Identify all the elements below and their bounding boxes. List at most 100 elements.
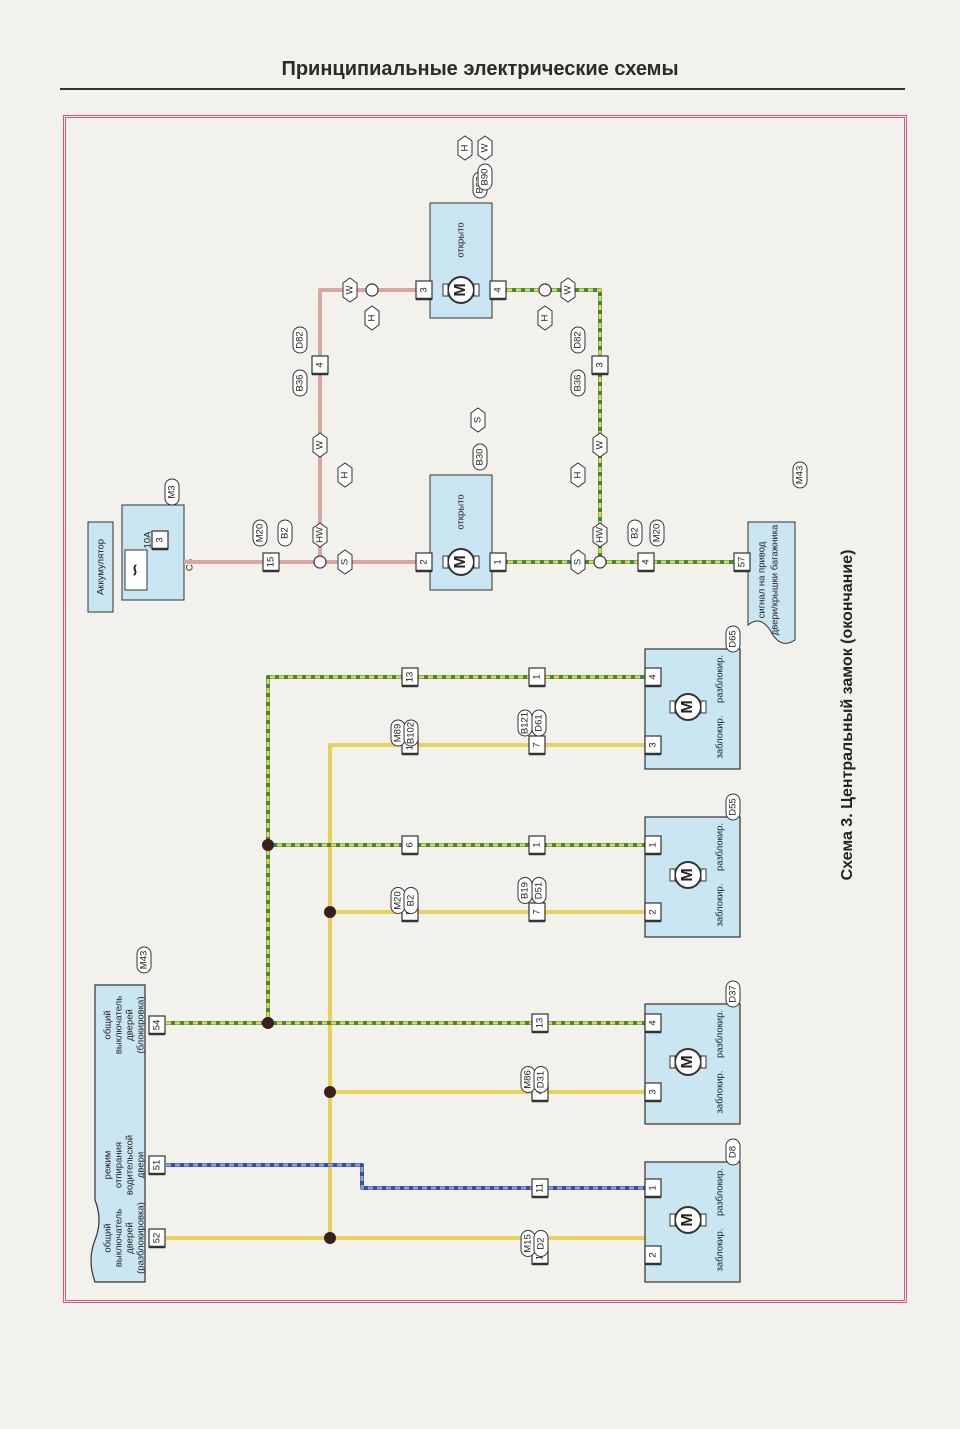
top-connector-left-b-label: B2 <box>280 527 291 539</box>
top-connector-right-b-shape <box>649 519 665 547</box>
signal-block-tag-shape <box>792 461 808 489</box>
actuator-d65-motor: M <box>669 693 707 721</box>
switch-body <box>90 984 146 1283</box>
connector-d37-code-a: M86 <box>520 1066 536 1093</box>
code-w-right-shape <box>592 432 608 458</box>
switch-section-1-line-3: двери <box>136 1152 147 1178</box>
wire-lock-bus-base <box>166 675 410 1025</box>
actuator-d55-motor-brush-a <box>669 868 676 882</box>
top-motor-b57-symbol-letter: M <box>452 283 469 296</box>
top-motor-b30-code: S <box>470 407 486 433</box>
connector-d55-code-b-shape <box>403 887 419 914</box>
switch-pin-51: 51 <box>148 1155 166 1176</box>
connector2-d65-p2-label: 1 <box>532 674 543 679</box>
connector-d55-code-a-label: M20 <box>393 891 404 909</box>
switch-section-2-line-2: дверей <box>125 1009 136 1041</box>
actuator-d8-motor-brush-b <box>700 1213 707 1227</box>
switch-section-1-line-0: режим <box>103 1151 114 1180</box>
switch-block-tag-shape <box>136 946 152 974</box>
signal-pin-label: 57 <box>737 557 748 568</box>
switch-section-2-line-1: выключатель <box>114 996 125 1054</box>
top-motor-b57-symbol: M <box>442 276 480 304</box>
connector2-d55-code-a: B19 <box>517 877 533 904</box>
actuator-d55-tag-shape <box>725 793 741 821</box>
code-h-top-right-label: H <box>540 314 551 321</box>
actuator-d37-pin-a-label: 3 <box>648 1089 659 1094</box>
code-s-left: S <box>337 549 353 575</box>
upper-connector-right-a: B36 <box>570 369 586 397</box>
top-connector-left-a: M20 <box>252 519 268 547</box>
upper-connector-left: 4 <box>311 355 329 376</box>
connector2-d55-code-b-shape <box>531 877 547 904</box>
upper-connector-right-a-label: B36 <box>573 375 584 392</box>
top-connector-left-a-label: M20 <box>255 524 266 542</box>
wire-lock-bus-stripe <box>166 675 410 1025</box>
signal-line-1: сигнал на привод <box>757 541 768 618</box>
switch-pin-54-label: 54 <box>152 1020 163 1031</box>
code-hw-left: HW <box>312 522 328 548</box>
code-s-right-label: S <box>573 559 584 565</box>
actuator-d8-motor-brush-a <box>669 1213 676 1227</box>
switch-section-0-line-2: дверей <box>125 1222 136 1254</box>
connector-d55-code-a: M20 <box>390 887 406 914</box>
code-hw-right-label: HW <box>595 527 606 543</box>
top-motor-b30-label: открыто <box>456 494 467 529</box>
top-connector-left-b: B2 <box>277 519 293 547</box>
actuator-d37-pin-b: 4 <box>644 1013 662 1034</box>
code-h-right-shape <box>570 462 586 488</box>
actuator-d55-motor: M <box>669 861 707 889</box>
top-motor-b57-pin-a: 3 <box>415 280 433 301</box>
top-motor-b57-pin-b-label: 4 <box>493 287 504 292</box>
fuse-number: 3 <box>151 530 169 551</box>
wire-top-left-base <box>318 288 420 562</box>
top-motor-b30-tag-shape <box>472 443 488 471</box>
connector2-d55-p1: 7 <box>528 902 546 923</box>
code-h-top-left-label: H <box>367 314 378 321</box>
junction-green-0 <box>262 1017 274 1029</box>
signal-body <box>747 521 796 644</box>
wire-lock-bus <box>166 675 410 1025</box>
actuator-d65-tag-shape <box>725 625 741 653</box>
code-h-top-right-shape <box>537 305 553 331</box>
connector-d8-code-b-label: D2 <box>536 1237 547 1249</box>
actuator-d55-unlock-label: разблокир. <box>715 823 726 871</box>
splice-node-2 <box>365 283 379 297</box>
diagram-frame <box>63 115 907 1303</box>
wire-driver-door-base <box>166 1163 645 1190</box>
top-motor-b57-code-w-label: W <box>480 143 491 152</box>
code-h-top-left: H <box>364 305 380 331</box>
top-motor-b30-pin-b-label: 1 <box>493 559 504 564</box>
fuse-rating: 10A <box>143 531 154 549</box>
code-hw-right-shape <box>592 522 608 548</box>
code-w-top-right-shape <box>560 277 576 303</box>
connector2-d65-code-a: B121 <box>517 709 533 737</box>
upper-connector-right-b-label: D82 <box>573 331 584 348</box>
actuator-d8-pin-a: 2 <box>644 1245 662 1266</box>
actuator-d55-motor-letter: M <box>679 868 696 881</box>
upper-connector-left-b-label: D82 <box>295 331 306 348</box>
connector2-d65-code-b-label: D61 <box>534 714 545 731</box>
code-hw-left-label: HW <box>315 527 326 543</box>
actuator-d55-tag: D55 <box>725 793 741 821</box>
code-h-left-label: H <box>340 471 351 478</box>
wire-driver-door-stripe <box>166 1163 645 1190</box>
upper-connector-right: 3 <box>591 355 609 376</box>
wire-top-left <box>318 288 420 562</box>
top-connector-right-b-label: M20 <box>652 524 663 542</box>
connector-d37-p2: 13 <box>531 1013 549 1034</box>
code-hw-right: HW <box>592 522 608 548</box>
connector-d65-p2: 13 <box>401 667 419 688</box>
signal-pin: 57 <box>733 552 751 573</box>
top-motor-b30-code-shape <box>470 407 486 433</box>
actuator-d55-tag-label: D55 <box>728 798 739 815</box>
actuator-d65-pin-b: 4 <box>644 667 662 688</box>
actuator-d55-pin-a-label: 2 <box>648 909 659 914</box>
wire-top-right <box>505 288 602 562</box>
switch-section-1-line-1: отпирания <box>114 1142 125 1188</box>
junction-yellow-0 <box>324 1086 336 1098</box>
top-motor-b30-tag: B30 <box>472 443 488 471</box>
fuse-element <box>124 549 148 591</box>
connector-d55-p2: 6 <box>401 835 419 856</box>
actuator-d65-tag-label: D65 <box>728 630 739 647</box>
connector-d37-p2-label: 13 <box>535 1018 546 1029</box>
